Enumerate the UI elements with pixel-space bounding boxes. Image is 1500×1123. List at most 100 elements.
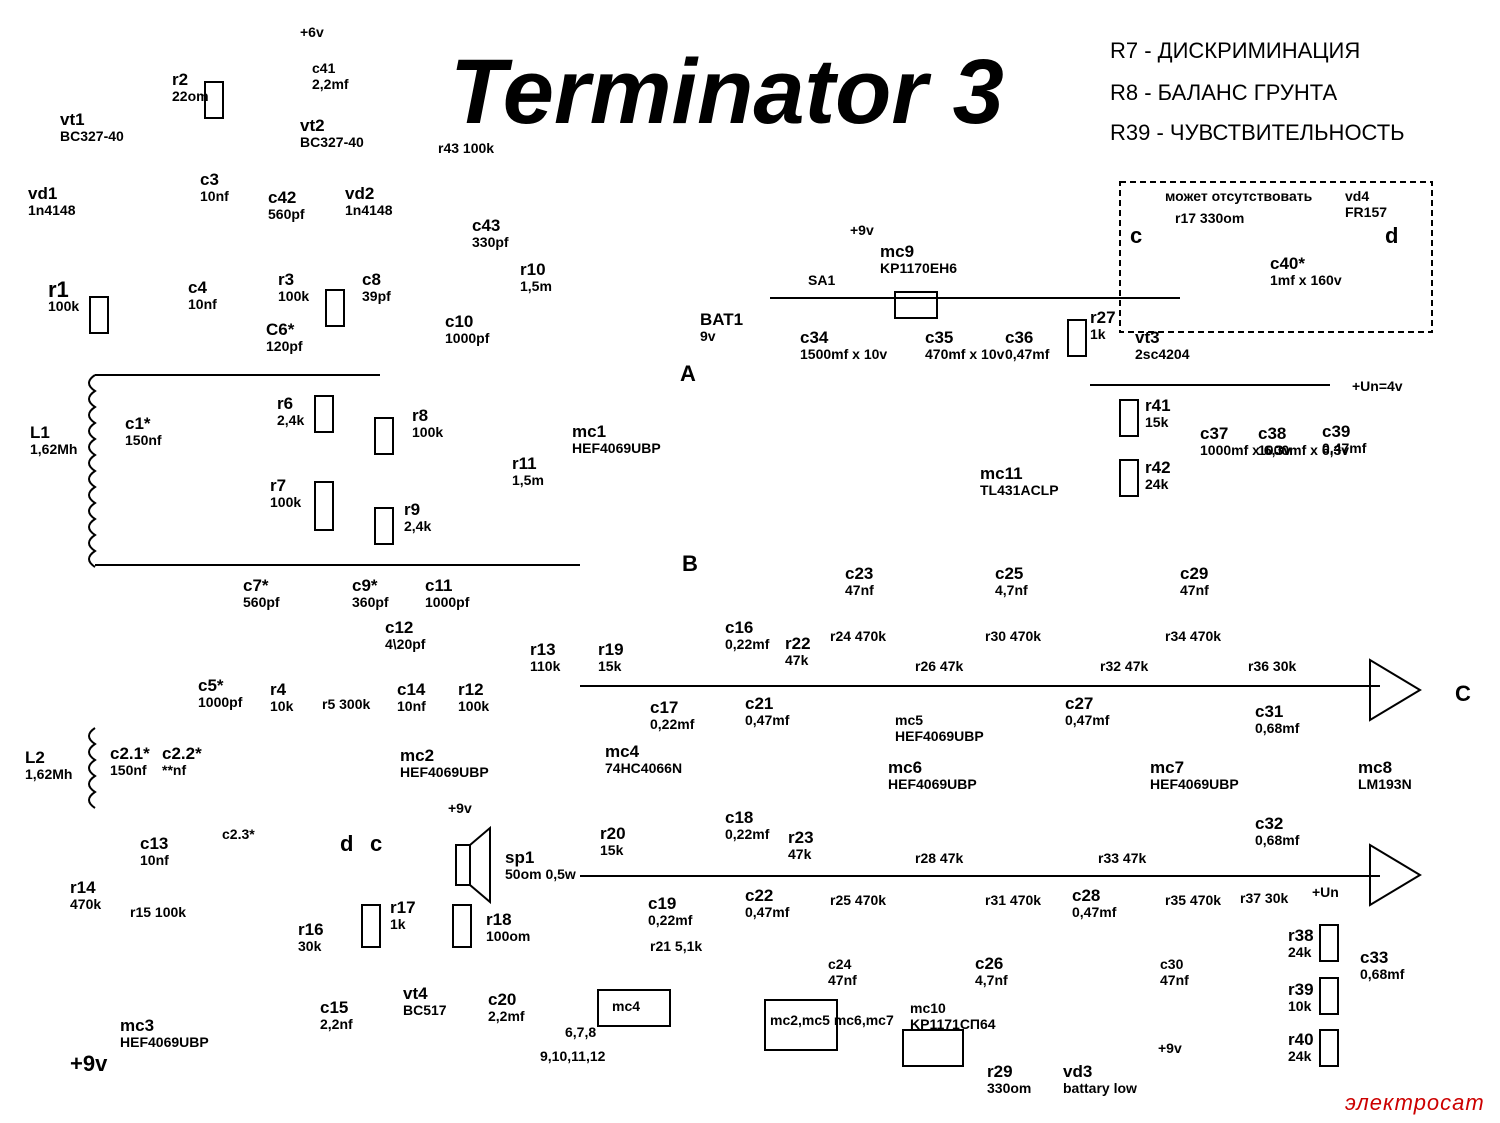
label-c5: c5*1000pf (198, 676, 243, 710)
label-r34: r34 470k (1165, 628, 1222, 644)
resistor-r3 (325, 289, 345, 327)
label-r15: r15 100k (130, 904, 187, 920)
label-node-d: d (1385, 223, 1399, 248)
legend-r39: R39 - ЧУВСТВИТЕЛЬНОСТЬ (1110, 120, 1405, 145)
speaker-cone (469, 825, 491, 905)
label-r21: r21 5,1k (650, 938, 703, 954)
label-c40: c40*1mf x 160v (1270, 254, 1342, 288)
label-r37: r37 30k (1240, 890, 1289, 906)
label-r25: r25 470k (830, 892, 887, 908)
label-mc4-pins2: 9,10,11,12 (540, 1048, 606, 1064)
label-c1: c1*150nf (125, 414, 162, 448)
label-r36: r36 30k (1248, 658, 1297, 674)
comparator-upper (1369, 658, 1422, 722)
label-r30: r30 470k (985, 628, 1042, 644)
watermark: электросат (1345, 1090, 1485, 1115)
label-mc-group: mc2,mc5 mc6,mc7 (770, 1012, 894, 1028)
label-c22a: c2.2***nf (162, 744, 202, 778)
label-r26: r26 47k (915, 658, 964, 674)
label-r31: r31 470k (985, 892, 1042, 908)
label-c21a: c2.1*150nf (110, 744, 150, 778)
label-out-b: B (682, 551, 698, 576)
coil-l1 (88, 374, 97, 568)
comparator-lower (1369, 843, 1422, 907)
label-c6: C6*120pf (266, 320, 303, 354)
label-r17-opt: r17 330om (1175, 210, 1245, 226)
label-c23a: c2.3* (222, 826, 255, 842)
label-r24: r24 470k (830, 628, 887, 644)
label-node-c-lower: c (370, 831, 383, 856)
label-supply-6v: +6v (300, 24, 324, 40)
label-node-d-lower: d (340, 831, 354, 856)
label-plus9-speaker: +9v (448, 800, 472, 816)
ic-mc4-power (597, 989, 671, 1027)
resistor-r6 (314, 395, 334, 433)
label-r33: r33 47k (1098, 850, 1147, 866)
coil-l2 (88, 727, 97, 809)
resistor-r27 (1067, 319, 1087, 357)
label-plus9-mc3: +9v (70, 1051, 108, 1076)
legend-r8: R8 - БАЛАНС ГРУНТА (1110, 80, 1338, 105)
resistor-r1 (89, 296, 109, 334)
